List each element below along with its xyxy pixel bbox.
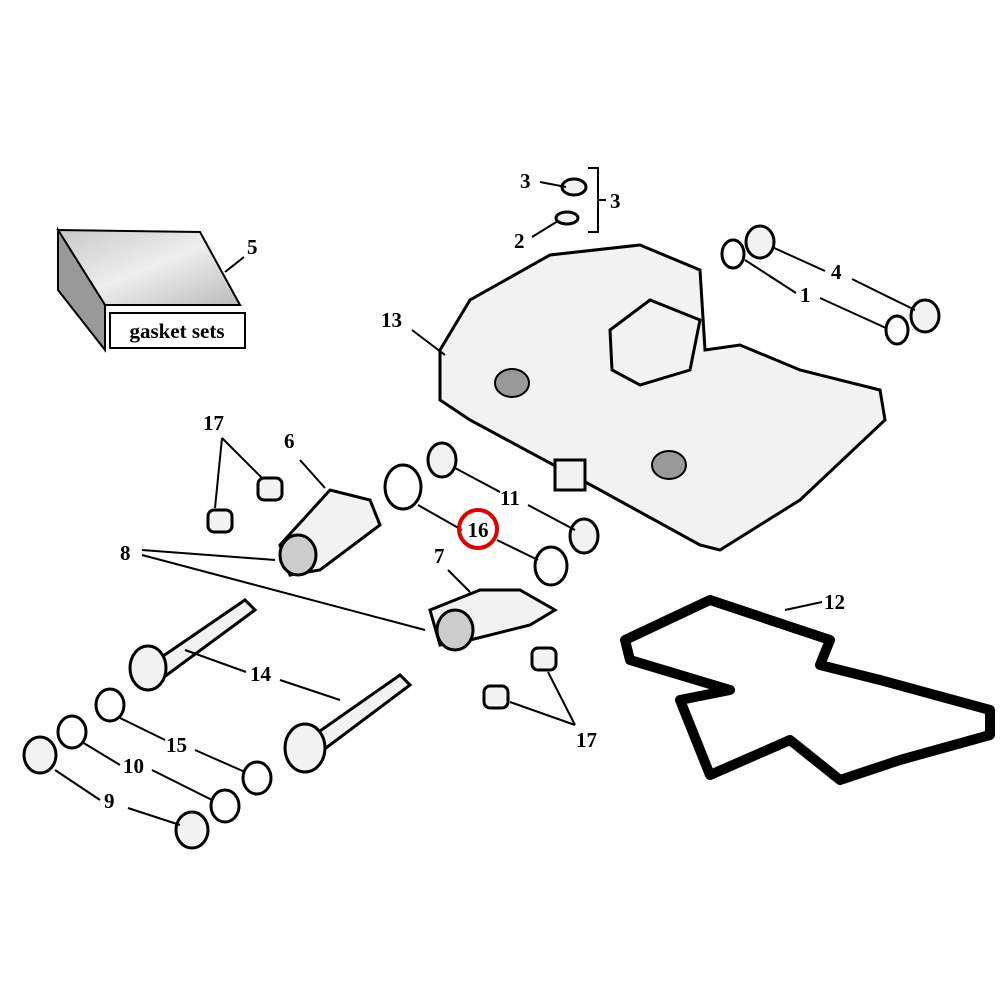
o-rings-and-seals	[383, 441, 600, 587]
callout-17-bottom: 17	[576, 728, 597, 752]
gasket-sets-illustration: gasket sets	[56, 226, 246, 353]
shaft-o-rings-and-plugs	[22, 687, 273, 850]
callout-12: 12	[824, 590, 845, 614]
rocker-box-cover	[438, 243, 887, 552]
callout-3-set: 3	[610, 189, 621, 213]
callout-2: 2	[514, 229, 525, 253]
callout-9: 9	[104, 789, 115, 813]
callout-17-top: 17	[203, 411, 224, 435]
callout-10: 10	[123, 754, 144, 778]
callout-15: 15	[166, 733, 187, 757]
callout-16[interactable]: 16	[468, 518, 489, 542]
acorn-nuts-and-washers	[720, 224, 941, 346]
leader-lines	[54, 181, 916, 826]
gasket-sets-label: gasket sets	[129, 319, 224, 343]
nut-and-washer	[554, 167, 606, 233]
callout-4: 4	[831, 260, 842, 284]
rocker-cover-gasket	[620, 595, 995, 785]
callout-14: 14	[250, 662, 272, 686]
callout-labels: 3 3 2 5 4 1 13 17 6 11 16 8 7 12 14 15 1…	[104, 169, 845, 813]
callout-5: 5	[247, 235, 258, 259]
highlight-circle	[457, 508, 499, 550]
rocker-shafts	[128, 598, 413, 774]
callout-13: 13	[381, 308, 402, 332]
callout-6: 6	[284, 429, 295, 453]
callout-3: 3	[520, 169, 531, 193]
bushings	[206, 476, 558, 710]
callout-11: 11	[500, 486, 520, 510]
rocker-arms	[278, 488, 558, 652]
callout-8: 8	[120, 541, 131, 565]
callout-1: 1	[800, 283, 811, 307]
gasket-sets-label-box	[109, 312, 246, 349]
callout-7: 7	[434, 544, 445, 568]
